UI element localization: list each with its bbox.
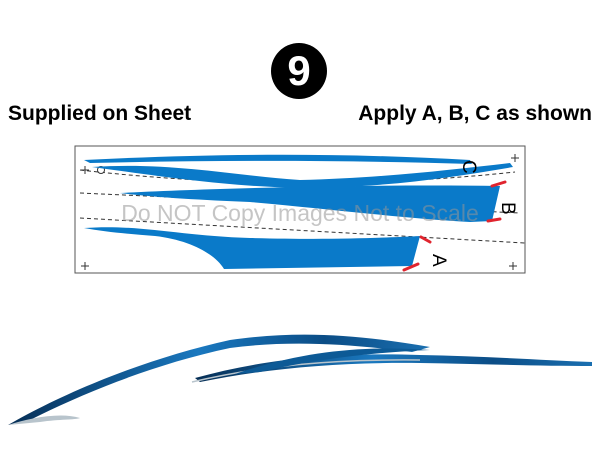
swoosh-piece-c (235, 348, 430, 374)
applied-swoosh-preview (8, 334, 592, 425)
swoosh-piece-a (8, 334, 430, 425)
supplied-heading: Supplied on Sheet (8, 102, 192, 125)
label-a: A (428, 254, 449, 267)
decal-piece-c-upper (84, 154, 472, 164)
cut-mark-icon (402, 180, 507, 272)
swoosh-outline (8, 415, 80, 425)
apply-heading: Apply A, B, C as shown (358, 102, 592, 125)
step-number-badge: 9 (271, 43, 327, 99)
watermark: Do NOT Copy Images Not to Scale (121, 200, 479, 226)
label-b: B (497, 202, 518, 215)
swoosh-b-outline (191, 359, 421, 383)
guide-line-bottom (79, 217, 526, 244)
decal-piece-b (120, 185, 500, 222)
decal-sheet: C B A (74, 145, 526, 274)
register-mark-icon (81, 154, 519, 270)
decal-piece-c-lower (92, 163, 513, 188)
label-c: C (458, 160, 479, 174)
decal-piece-a (84, 227, 420, 269)
